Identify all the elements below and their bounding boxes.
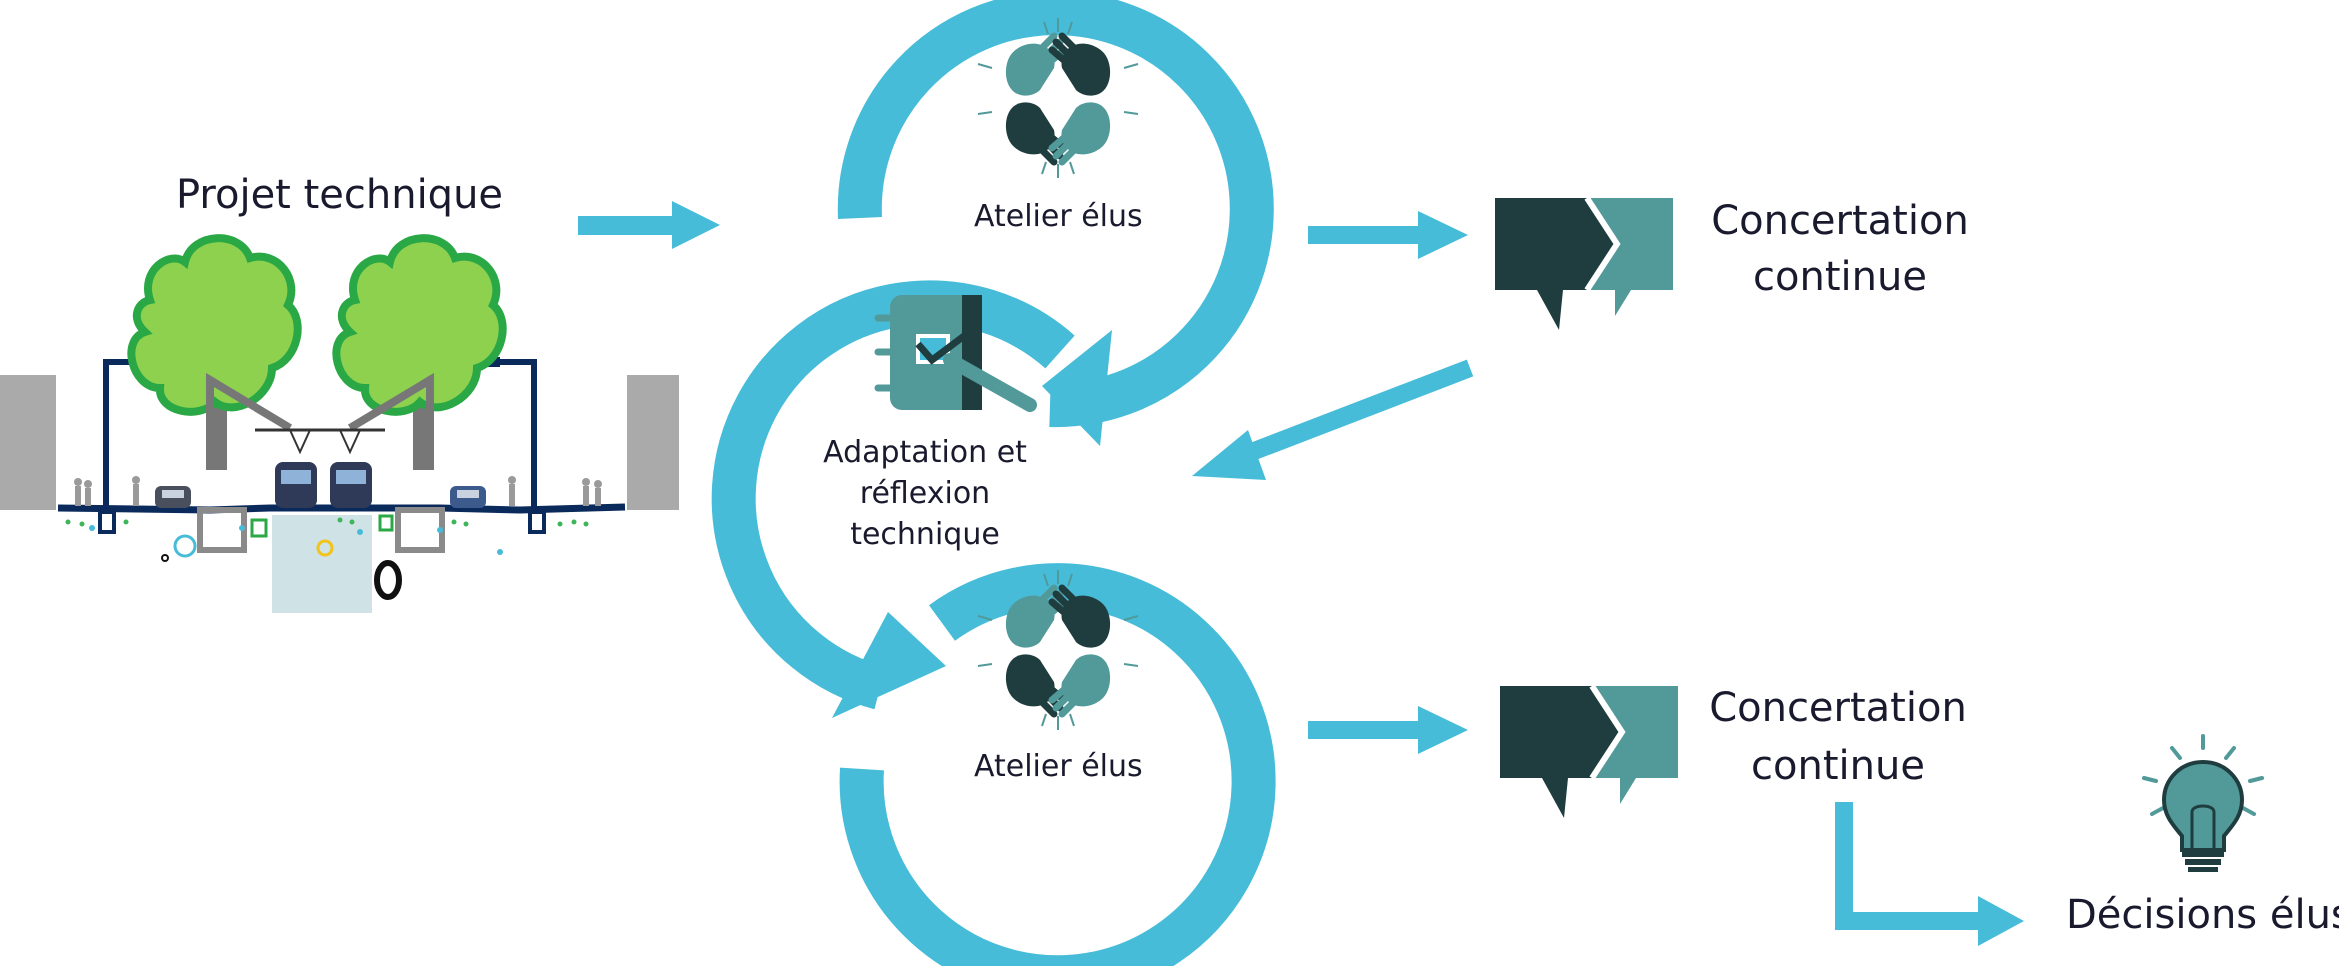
cycle-arrow-head-top — [1042, 330, 1112, 446]
concertation-top-line2: continue — [1753, 254, 1927, 300]
arrow-atelier-to-concertation-top — [1308, 211, 1468, 259]
adaptation-label: Adaptation et réflexion technique — [815, 432, 1035, 555]
decisions-elus-label: Décisions élus — [2066, 892, 2339, 938]
atelier-elus-bottom-label: Atelier élus — [974, 749, 1143, 784]
notebook-check-icon — [874, 295, 1037, 412]
adaptation-label-line1: Adaptation et — [823, 435, 1027, 470]
concertation-top-line1: Concertation — [1711, 198, 1969, 244]
arrow-atelier-to-concertation-bottom — [1308, 706, 1468, 754]
lightbulb-icon — [2142, 734, 2264, 872]
adaptation-label-line2: réflexion — [859, 476, 991, 511]
speech-bubbles-icon — [1495, 198, 1673, 330]
speech-bubbles-icon — [1500, 686, 1678, 818]
concertation-bottom-line2: continue — [1751, 743, 1925, 789]
cycle-arrow-top — [837, 0, 1274, 428]
cycle-arrow-bottom — [839, 563, 1276, 966]
projet-technique-label: Projet technique — [176, 172, 504, 218]
arrow-concertation-to-decisions — [1835, 802, 2024, 946]
concertation-bottom-line1: Concertation — [1709, 685, 1967, 731]
arrow-projet-to-atelier — [578, 201, 720, 249]
concertation-top-label: Concertation continue — [1700, 193, 1980, 305]
adaptation-label-line3: technique — [850, 517, 1000, 552]
atelier-elus-top-label: Atelier élus — [974, 199, 1143, 234]
concertation-bottom-label: Concertation continue — [1698, 679, 1978, 795]
street-cross-section-illustration — [0, 234, 679, 613]
arrow-concertation-to-adaptation — [1192, 359, 1474, 480]
cycle-arrow-head-middle — [832, 612, 946, 718]
